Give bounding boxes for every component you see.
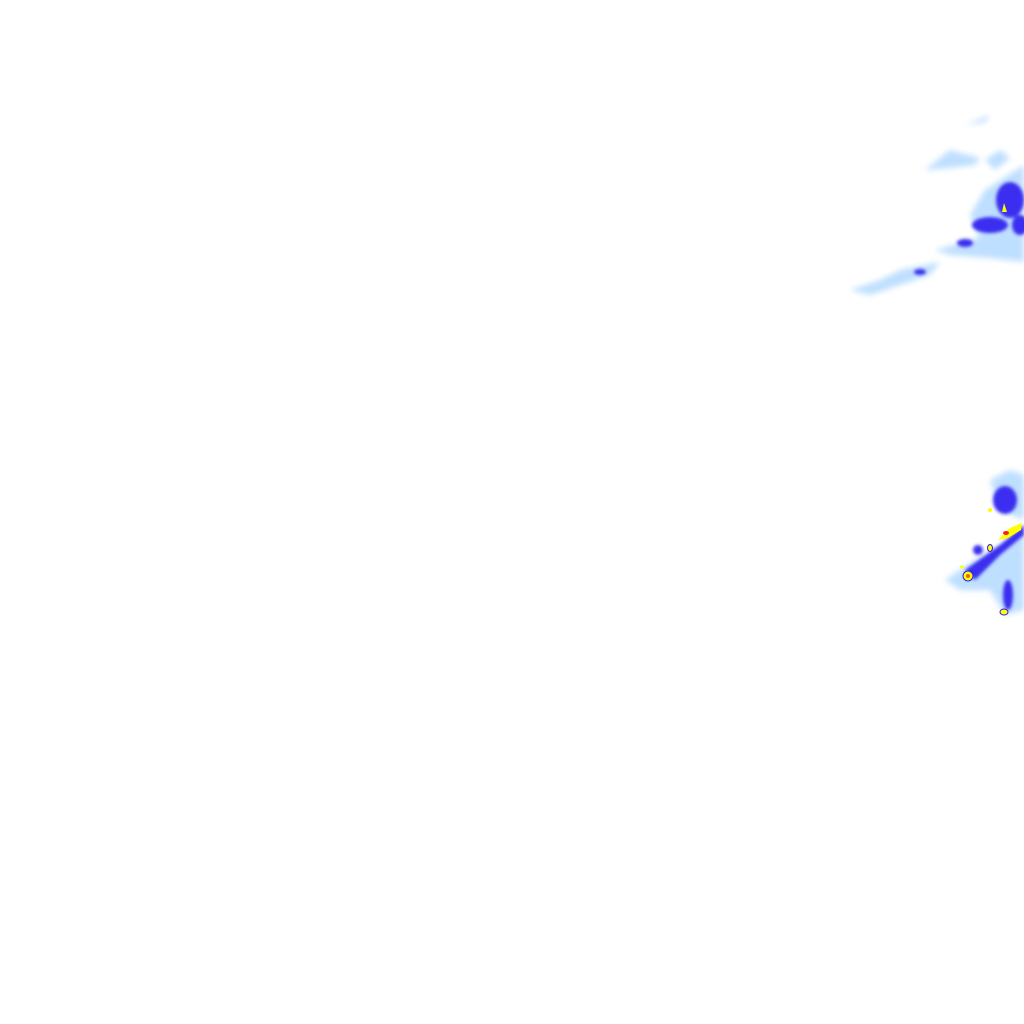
radar-echo-north [850,115,1024,295]
radar-echo-south [945,470,1024,616]
radar-cell-intense [1002,203,1007,212]
radar-cells-intense [960,508,1022,616]
